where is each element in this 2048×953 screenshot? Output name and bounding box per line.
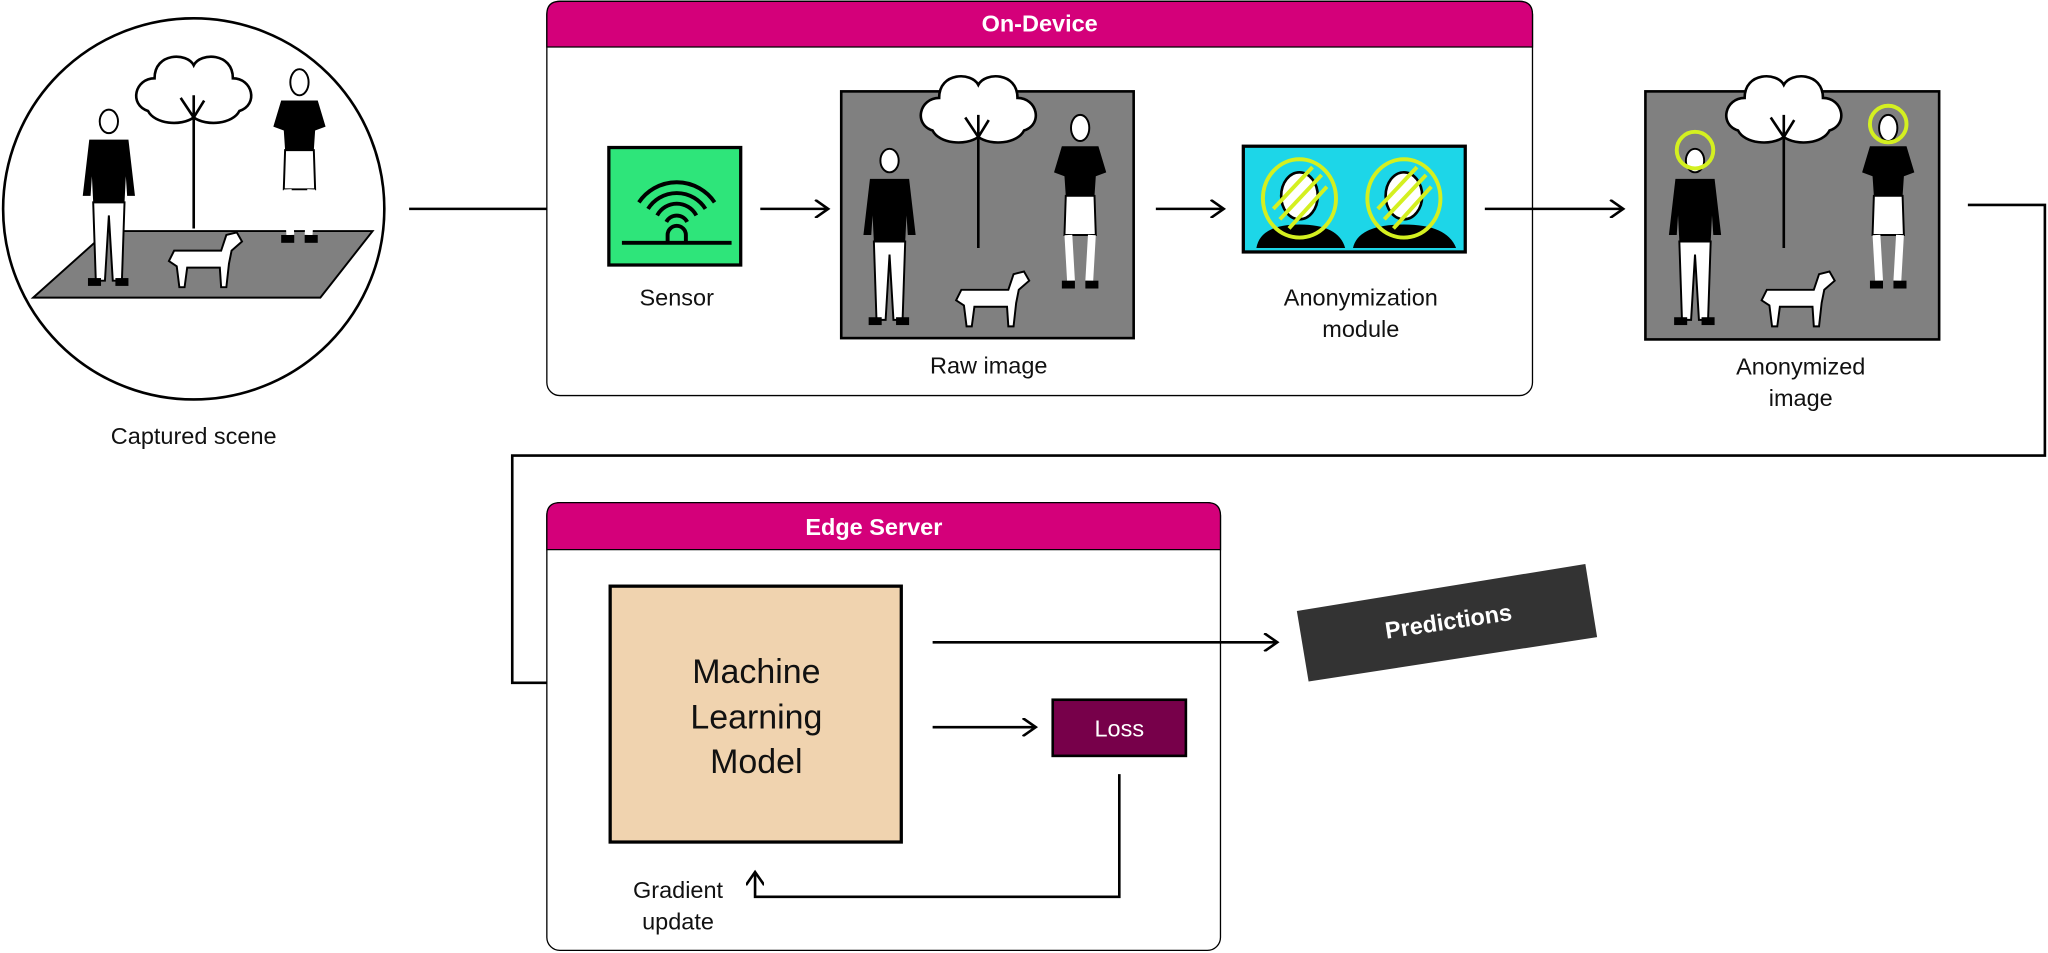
gradient-label-line2: update [642, 909, 714, 935]
blur-ring-icon [1867, 103, 1909, 145]
anonymization-label-line2: module [1322, 316, 1399, 342]
anonymized-face-icon [1256, 157, 1346, 249]
model-label-line3: Model [710, 743, 802, 781]
raw-image-label: Raw image [930, 352, 1047, 378]
edge-server-title: Edge Server [805, 514, 942, 540]
gradient-label-line1: Gradient [633, 877, 724, 903]
model-label-line2: Learning [690, 698, 822, 736]
anonymized-image [1644, 74, 1941, 341]
captured-scene-label: Captured scene [111, 423, 277, 449]
gradient-arrow [755, 774, 1121, 899]
sensor-box [607, 145, 743, 267]
model-label-line1: Machine [692, 653, 820, 691]
predictions-output: Predictions [1296, 563, 1598, 682]
ml-model-box [608, 584, 903, 844]
anonymized-face-icon [1352, 157, 1457, 249]
raw-image [839, 74, 1135, 340]
wifi-sensor-icon [621, 180, 732, 245]
captured-scene: Captured scene [1, 16, 386, 449]
anonymized-label-line2: image [1769, 385, 1833, 411]
loss-label: Loss [1094, 715, 1144, 741]
blur-ring-icon [1674, 129, 1716, 171]
anonymization-module-box [1241, 144, 1467, 254]
on-device-title: On-Device [982, 10, 1098, 36]
edge-server-panel: Edge Server Machine Learning Model Loss … [546, 501, 1222, 952]
sensor-label: Sensor [640, 284, 715, 310]
loss-box [1051, 698, 1188, 758]
on-device-panel: On-Device Sensor Raw image [546, 0, 1534, 397]
connector-to-edge-server [510, 203, 2047, 683]
anonymized-label-line1: Anonymized [1736, 354, 1865, 380]
anonymization-label-line1: Anonymization [1284, 284, 1438, 310]
